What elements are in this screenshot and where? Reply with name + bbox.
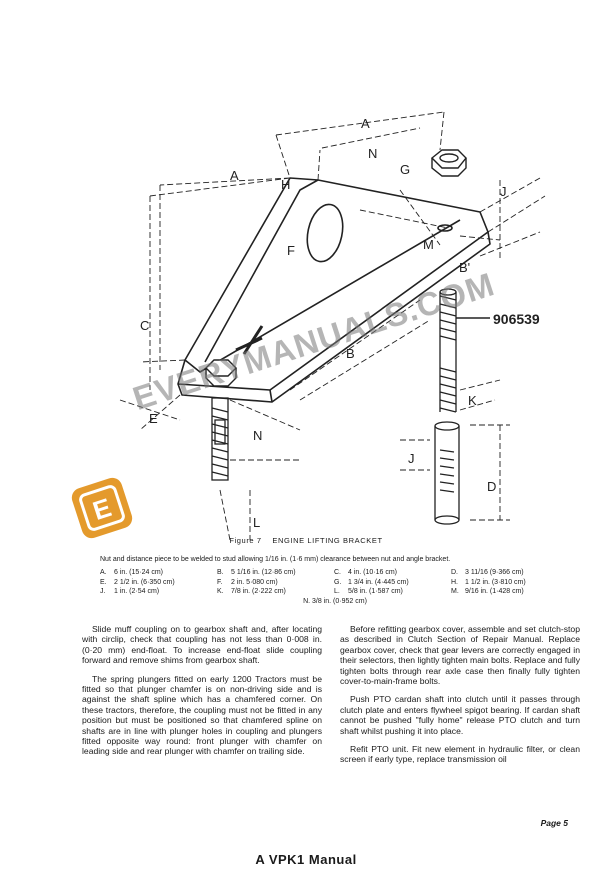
dimension-value: 2 1/2 in. (6·350 cm) bbox=[114, 578, 175, 586]
label-G: G bbox=[400, 162, 410, 177]
dimension-entry: H. 1 1/2 in. (3·810 cm) bbox=[451, 579, 568, 589]
paragraph-gearbox-cover: Before refitting gearbox cover, assemble… bbox=[340, 624, 580, 687]
dimension-entry: L. 5/8 in. (1·587 cm) bbox=[334, 588, 451, 598]
paragraph-refit-pto: Refit PTO unit. Fit new element in hydra… bbox=[340, 744, 580, 765]
dimension-row: A. 6 in. (15·24 cm) B. 5 1/16 in. (12·86 cm… bbox=[100, 569, 570, 579]
label-N-top: N bbox=[368, 146, 377, 161]
bracket-vertical-plate bbox=[204, 179, 319, 363]
dimension-value: 5 1/16 in. (12·86 cm) bbox=[231, 569, 296, 576]
body-column-left: Slide muff coupling on to gearbox shaft … bbox=[82, 624, 322, 765]
dimension-entry: E. 2 1/2 in. (6·350 cm) bbox=[100, 579, 217, 589]
dimension-key: J. bbox=[100, 588, 106, 595]
dimension-key: C. bbox=[334, 569, 341, 576]
nut-bracket bbox=[205, 359, 237, 387]
dimension-key: E. bbox=[100, 578, 107, 586]
dimension-entry: D. 3 11/16 (9·366 cm) bbox=[451, 569, 568, 579]
dimension-row: N. 3/8 in. (0·952 cm) bbox=[100, 598, 570, 608]
dimension-row: J. 1 in. (2·54 cm) K. 7/8 in. (2·222 cm) L. 5… bbox=[100, 588, 570, 598]
dimension-entry: F. 2 in. 5·080 cm) bbox=[217, 579, 334, 589]
dimension-entry: J. 1 in. (2·54 cm) bbox=[100, 588, 217, 598]
dimension-entry: A. 6 in. (15·24 cm) bbox=[100, 569, 217, 579]
paragraph-muff-coupling: Slide muff coupling on to gearbox shaft … bbox=[82, 624, 322, 666]
label-L: L bbox=[253, 515, 260, 530]
label-N-bottom: N bbox=[253, 428, 262, 443]
dimension-key: D. bbox=[451, 569, 458, 576]
dimension-key: F. bbox=[217, 578, 223, 586]
watermark-logo: E bbox=[71, 477, 133, 539]
label-F-hole: F bbox=[287, 243, 295, 258]
dimension-value: 2 in. 5·080 cm) bbox=[231, 578, 278, 586]
label-E: E bbox=[149, 411, 158, 426]
dimension-row: E. 2 1/2 in. (6·350 cm) F. 2 in. 5·080 cm) G… bbox=[100, 579, 570, 589]
footer-title: A VPK1 Manual bbox=[255, 852, 357, 867]
bracket-outline bbox=[177, 177, 489, 391]
dimension-value: 3 11/16 (9·366 cm) bbox=[465, 569, 524, 576]
paragraph-spring-plungers: The spring plungers fitted on early 1200… bbox=[82, 673, 322, 757]
figure-caption: Figure 7 ENGINE LIFTING BRACKET bbox=[0, 536, 612, 545]
label-A-top: A bbox=[361, 116, 370, 131]
dimension-key: M. bbox=[451, 588, 459, 595]
dimension-key: N. bbox=[303, 597, 311, 605]
nut-top bbox=[430, 149, 467, 177]
stud-906539 bbox=[439, 288, 490, 413]
dimension-entry: M. 9/16 in. (1·428 cm) bbox=[451, 588, 568, 598]
body-column-right: Before refitting gearbox cover, assemble… bbox=[340, 624, 580, 773]
dimension-value: 9/16 in. (1·428 cm) bbox=[465, 588, 524, 595]
label-M: M bbox=[423, 237, 434, 252]
dimension-entry: C. 4 in. (10·16 cm) bbox=[334, 569, 451, 579]
label-A-left: A bbox=[230, 168, 239, 183]
label-J-top: J bbox=[500, 184, 507, 199]
distance-piece bbox=[434, 421, 460, 525]
dimension-key: B. bbox=[217, 569, 224, 576]
dimension-key: K. bbox=[217, 588, 224, 595]
engine-lifting-bracket-drawing: A A N G H J F M B' C B E K N J D L 90653… bbox=[71, 111, 546, 540]
label-B-prime: B' bbox=[459, 260, 470, 275]
dimension-value: 1 3/4 in. (4·445 cm) bbox=[348, 578, 409, 586]
part-number-906539: 906539 bbox=[493, 311, 540, 327]
dimension-value: 7/8 in. (2·222 cm) bbox=[231, 588, 286, 595]
figure-title: ENGINE LIFTING BRACKET bbox=[272, 536, 383, 545]
dimension-entry: K. 7/8 in. (2·222 cm) bbox=[217, 588, 334, 598]
dimension-key: H. bbox=[451, 578, 458, 586]
dimension-value: 4 in. (10·16 cm) bbox=[348, 569, 398, 576]
label-D: D bbox=[487, 479, 496, 494]
dimension-value: 1 1/2 in. (3·810 cm) bbox=[465, 578, 526, 586]
dimension-value: 6 in. (15·24 cm) bbox=[114, 569, 164, 576]
label-K: K bbox=[468, 393, 477, 408]
dimension-entry: G. 1 3/4 in. (4·445 cm) bbox=[334, 579, 451, 589]
dimension-key: A. bbox=[100, 569, 107, 576]
label-B: B bbox=[346, 346, 355, 361]
dimension-value: 3/8 in. (0·952 cm) bbox=[310, 597, 367, 605]
paragraph-pto-cardan: Push PTO cardan shaft into clutch until … bbox=[340, 694, 580, 736]
dimension-key: G. bbox=[334, 578, 342, 586]
figure-note: Nut and distance piece to be welded to s… bbox=[100, 556, 451, 563]
dimension-table: A. 6 in. (15·24 cm) B. 5 1/16 in. (12·86 cm… bbox=[100, 569, 570, 607]
label-C: C bbox=[140, 318, 149, 333]
dimension-value: 1 in. (2·54 cm) bbox=[114, 588, 160, 595]
dimension-value: 5/8 in. (1·587 cm) bbox=[348, 588, 403, 595]
dimension-entry: B. 5 1/16 in. (12·86 cm) bbox=[217, 569, 334, 579]
label-J-bottom: J bbox=[408, 451, 415, 466]
dimension-key: L. bbox=[334, 588, 340, 595]
stud-under-bracket bbox=[211, 397, 229, 481]
bracket-hole bbox=[306, 203, 344, 263]
label-H: H bbox=[281, 177, 290, 192]
figure-number: Figure 7 bbox=[229, 536, 262, 545]
page-number: Page 5 bbox=[540, 818, 568, 828]
